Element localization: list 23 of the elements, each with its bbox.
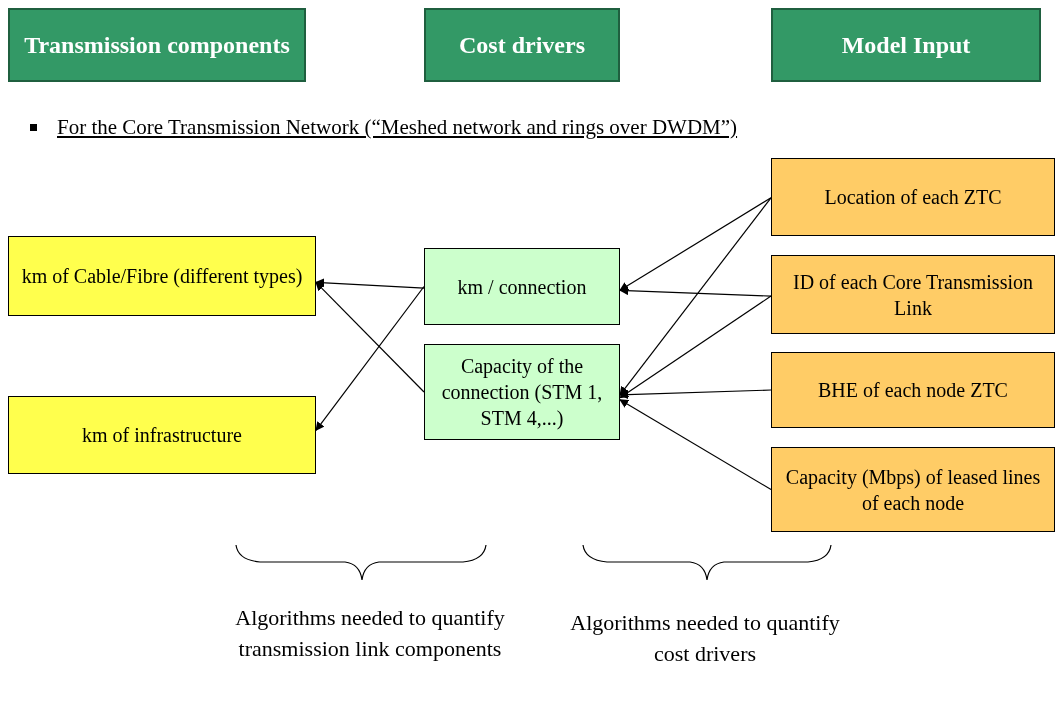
arrow (315, 285, 425, 432)
arrow (315, 278, 425, 289)
arrow (619, 286, 772, 297)
column-header: Model Input (771, 8, 1041, 82)
arrow (619, 399, 772, 491)
arrow (619, 197, 772, 396)
component-box: km of Cable/Fibre (different types) (8, 236, 316, 316)
arrow (619, 197, 772, 291)
column-header: Cost drivers (424, 8, 620, 82)
component-box: km of infrastructure (8, 396, 316, 474)
model-input-box: BHE of each node ZTC (771, 352, 1055, 428)
algorithm-note: Algorithms needed to quantify cost drivers (569, 609, 841, 668)
column-header: Transmission components (8, 8, 306, 82)
model-input-box: Location of each ZTC (771, 158, 1055, 236)
model-input-box: ID of each Core Transmission Link (771, 255, 1055, 334)
arrow (619, 389, 772, 400)
cost-driver-box: km / connection (424, 248, 620, 325)
cost-driver-box: Capacity of the connection (STM 1, STM 4,...) (424, 344, 620, 440)
model-input-box: Capacity (Mbps) of leased lines of each node (771, 447, 1055, 532)
bullet-heading: For the Core Transmission Network (“Meshed network and rings over DWDM”) (57, 114, 738, 141)
arrow (315, 281, 425, 393)
arrow (619, 295, 772, 399)
algorithm-note: Algorithms needed to quantify transmission link components (234, 604, 506, 663)
